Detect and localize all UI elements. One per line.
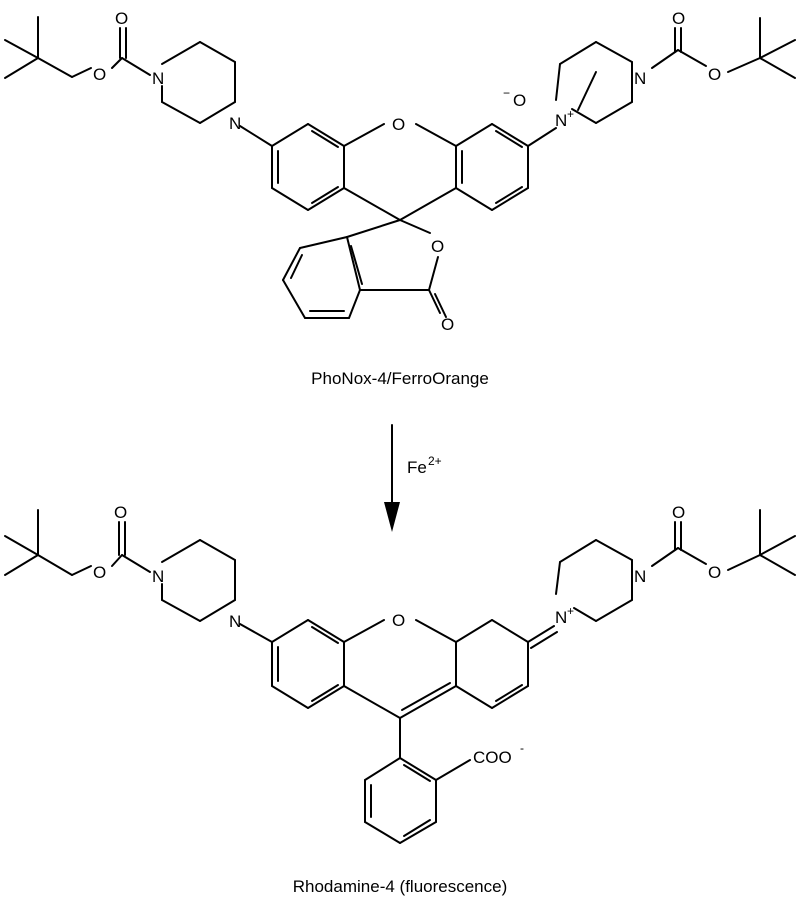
top-lactone-ring-oxygen: O bbox=[431, 237, 444, 256]
bottom-xanthene-oxygen: O bbox=[392, 611, 405, 630]
left-boc-carbamate bbox=[111, 27, 151, 76]
bottom-left-piperazine-ring bbox=[161, 539, 273, 643]
bottom-right-piperazinium-ring bbox=[555, 539, 633, 622]
top-left-carbonyl-oxygen: O bbox=[115, 9, 128, 28]
top-compound-label: PhoNox-4/FerroOrange bbox=[311, 369, 489, 388]
rhodamine-4-structure: O O N N O N + N O O COO - bbox=[4, 503, 796, 844]
bottom-left-boc-carbamate bbox=[111, 521, 151, 573]
xanthene-right-ring bbox=[455, 123, 557, 211]
bottom-xanthene-central-ring bbox=[343, 619, 457, 719]
right-piperazine-n-oxide-ring bbox=[555, 41, 633, 124]
top-left-aryl-nitrogen: N bbox=[229, 114, 241, 133]
bottom-right-ester-oxygen: O bbox=[708, 563, 721, 582]
bottom-left-aryl-nitrogen: N bbox=[229, 612, 241, 631]
bottom-benzoate-ring bbox=[364, 717, 471, 844]
top-xanthene-oxygen: O bbox=[392, 115, 405, 134]
carboxylate-group: COO bbox=[473, 748, 512, 767]
reaction-arrow bbox=[384, 424, 400, 532]
top-n-oxide-oxygen: O bbox=[513, 91, 526, 110]
carboxylate-charge: - bbox=[520, 741, 524, 755]
left-piperazine-ring bbox=[161, 41, 273, 147]
top-n-oxide-nitrogen: N bbox=[555, 111, 567, 130]
top-left-boc-nitrogen: N bbox=[152, 69, 164, 88]
bottom-right-boc-carbamate bbox=[651, 509, 796, 576]
top-left-ester-oxygen: O bbox=[93, 65, 106, 84]
reagent-symbol: Fe bbox=[407, 458, 427, 477]
bottom-left-tert-butyl-group bbox=[4, 509, 92, 576]
phonox-4-structure: O O N N O O O O − N + N O O bbox=[4, 9, 796, 334]
top-lactone-carbonyl-oxygen: O bbox=[441, 315, 454, 334]
left-tert-butyl-group bbox=[4, 16, 92, 79]
xanthene-left-ring bbox=[271, 123, 345, 211]
right-boc-carbamate bbox=[651, 17, 796, 79]
bottom-right-boc-nitrogen: N bbox=[634, 567, 646, 586]
bottom-left-ester-oxygen: O bbox=[93, 563, 106, 582]
bottom-right-carbonyl-oxygen: O bbox=[672, 503, 685, 522]
top-right-boc-nitrogen: N bbox=[634, 69, 646, 88]
bottom-iminium-nitrogen: N bbox=[555, 608, 567, 627]
bottom-left-boc-nitrogen: N bbox=[152, 567, 164, 586]
bottom-left-carbonyl-oxygen: O bbox=[114, 503, 127, 522]
bottom-xanthene-right-ring bbox=[455, 619, 558, 709]
top-right-carbonyl-oxygen: O bbox=[672, 9, 685, 28]
top-n-oxide-minus-charge: − bbox=[503, 86, 510, 100]
top-right-ester-oxygen: O bbox=[708, 65, 721, 84]
spiro-lactone-ring bbox=[282, 219, 447, 319]
top-n-oxide-plus-charge: + bbox=[567, 107, 574, 121]
reagent-label: Fe 2+ bbox=[407, 454, 442, 477]
bottom-iminium-plus-charge: + bbox=[567, 604, 574, 618]
bottom-compound-label: Rhodamine-4 (fluorescence) bbox=[293, 877, 508, 896]
bottom-xanthene-left-ring bbox=[271, 619, 345, 709]
xanthene-central-ring bbox=[343, 123, 457, 221]
reagent-charge: 2+ bbox=[428, 454, 442, 468]
